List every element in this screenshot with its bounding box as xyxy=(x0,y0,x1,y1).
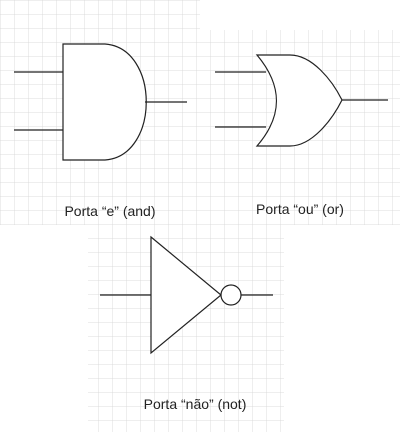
and-gate xyxy=(14,43,187,161)
not-gate-triangle xyxy=(150,235,222,355)
or-gate-label: Porta “ou” (or) xyxy=(256,201,344,217)
and-gate-body xyxy=(62,43,147,161)
not-gate xyxy=(100,235,273,355)
grid-panel-not xyxy=(88,225,284,432)
or-gate xyxy=(215,54,388,147)
and-gate-label: Porta “e” (and) xyxy=(64,203,156,219)
not-gate-label: Porta “não” (not) xyxy=(143,396,247,412)
not-gate-bubble xyxy=(220,284,242,306)
or-gate-body xyxy=(255,54,343,147)
